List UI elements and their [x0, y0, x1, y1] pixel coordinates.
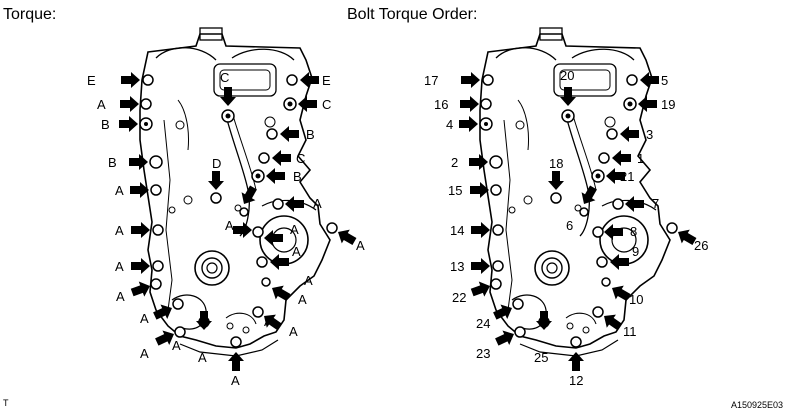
callout-label: E: [322, 73, 331, 88]
arrow: [610, 254, 629, 270]
arrow: [471, 258, 490, 274]
left-callout-labels: E E A C B C B D B C B A A A A A A A A A …: [87, 70, 365, 388]
callout-number: 11: [623, 324, 637, 339]
arrow: [131, 222, 150, 238]
callout-label: C: [296, 151, 305, 166]
callout-number: 24: [476, 316, 490, 331]
callout-label: A: [116, 289, 125, 304]
arrow: [459, 116, 478, 132]
arrow: [625, 196, 644, 212]
arrow: [268, 281, 293, 305]
arrow: [285, 196, 304, 212]
callout-label: A: [140, 311, 149, 326]
callout-label: E: [87, 73, 96, 88]
callout-number: 5: [661, 73, 668, 88]
arrow: [460, 96, 479, 112]
callout-label: C: [322, 97, 331, 112]
callout-number: 16: [434, 97, 448, 112]
callout-number: 23: [476, 346, 490, 361]
arrow: [129, 154, 148, 170]
callout-number: 17: [424, 73, 438, 88]
callout-number: 20: [560, 68, 574, 83]
arrow: [272, 150, 291, 166]
callout-number: 4: [446, 117, 453, 132]
arrow: [280, 126, 299, 142]
right-arrows: [459, 72, 699, 371]
callout-number: 9: [632, 244, 639, 259]
callout-label: A: [225, 218, 234, 233]
callout-number: 3: [646, 127, 653, 142]
callout-label: A: [115, 183, 124, 198]
arrow: [548, 171, 564, 190]
callout-number: 2: [451, 155, 458, 170]
arrow: [120, 96, 139, 112]
arrow: [129, 278, 153, 301]
callout-label: A: [289, 324, 298, 339]
footer-mark: T: [3, 398, 9, 408]
callout-number: 19: [661, 97, 675, 112]
callout-number: 22: [452, 290, 466, 305]
arrow: [270, 254, 289, 270]
arrow: [208, 171, 224, 190]
arrow: [461, 72, 480, 88]
callout-number: 13: [450, 259, 464, 274]
callout-number: 18: [549, 156, 563, 171]
callout-label: A: [115, 259, 124, 274]
callout-number: 8: [630, 224, 637, 239]
callout-label: A: [231, 373, 240, 388]
callout-label: A: [292, 244, 301, 259]
callout-label: A: [290, 222, 299, 237]
torque-title: Torque:: [3, 6, 57, 23]
callout-number: 25: [534, 350, 548, 365]
callout-label: B: [306, 127, 315, 142]
arrow: [612, 150, 631, 166]
arrow: [469, 154, 488, 170]
arrow: [469, 278, 493, 301]
arrow: [604, 224, 623, 240]
callout-number: 12: [569, 373, 583, 388]
bolt-torque-order-title: Bolt Torque Order:: [347, 6, 478, 23]
callout-label: A: [198, 350, 207, 365]
callout-number: 7: [652, 196, 659, 211]
callout-label: B: [101, 117, 110, 132]
callout-number: 15: [448, 183, 462, 198]
arrow: [266, 168, 285, 184]
arrow: [638, 96, 657, 112]
figure-code: A150925E03: [730, 400, 783, 410]
arrow: [298, 96, 317, 112]
callout-label: A: [264, 314, 273, 329]
callout-number: 21: [620, 169, 634, 184]
callout-number: 1: [637, 151, 644, 166]
callout-label: A: [172, 338, 181, 353]
callout-label: A: [356, 238, 365, 253]
callout-label: A: [304, 273, 313, 288]
callout-label: C: [220, 70, 229, 85]
callout-label: D: [212, 156, 221, 171]
callout-label: B: [293, 169, 302, 184]
callout-label: A: [97, 97, 106, 112]
arrow: [131, 258, 150, 274]
callout-label: A: [115, 223, 124, 238]
right-callout-labels: 17 5 20 16 19 4 3 1 2 18 15 21 7 6 14 8 …: [424, 68, 708, 388]
callout-label: B: [108, 155, 117, 170]
arrow: [121, 72, 140, 88]
callout-number: 26: [694, 238, 708, 253]
arrow: [119, 116, 138, 132]
arrow: [264, 230, 283, 246]
callout-number: 10: [629, 292, 643, 307]
callout-label: A: [298, 292, 307, 307]
arrow: [471, 222, 490, 238]
callout-label: A: [140, 346, 149, 361]
callout-label: A: [313, 196, 322, 211]
arrow: [233, 222, 252, 238]
callout-number: 6: [566, 218, 573, 233]
callout-number: 14: [450, 223, 464, 238]
arrow: [620, 126, 639, 142]
left-arrows: [119, 72, 359, 371]
